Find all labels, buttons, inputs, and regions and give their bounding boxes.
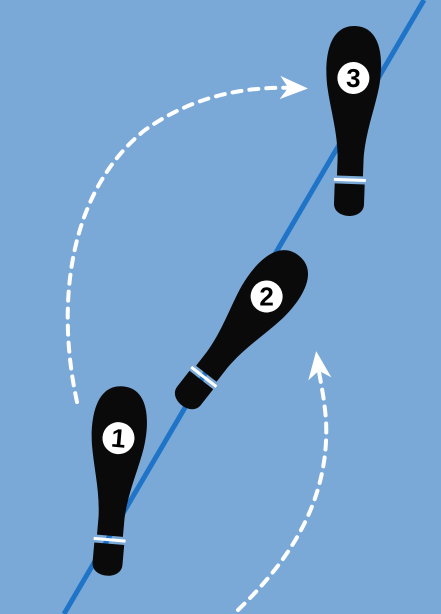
movement-arrow-to-2 xyxy=(238,365,326,610)
step-number-1: 1 xyxy=(110,423,127,454)
step-number-3: 3 xyxy=(346,63,362,93)
heel-gap xyxy=(334,179,366,180)
movement-arrow-1-to-3 xyxy=(68,88,294,402)
footprint-2: 2 xyxy=(160,239,320,422)
footprint-3: 3 xyxy=(321,25,382,217)
heel-gap xyxy=(94,538,126,541)
step-number-2: 2 xyxy=(259,281,273,311)
